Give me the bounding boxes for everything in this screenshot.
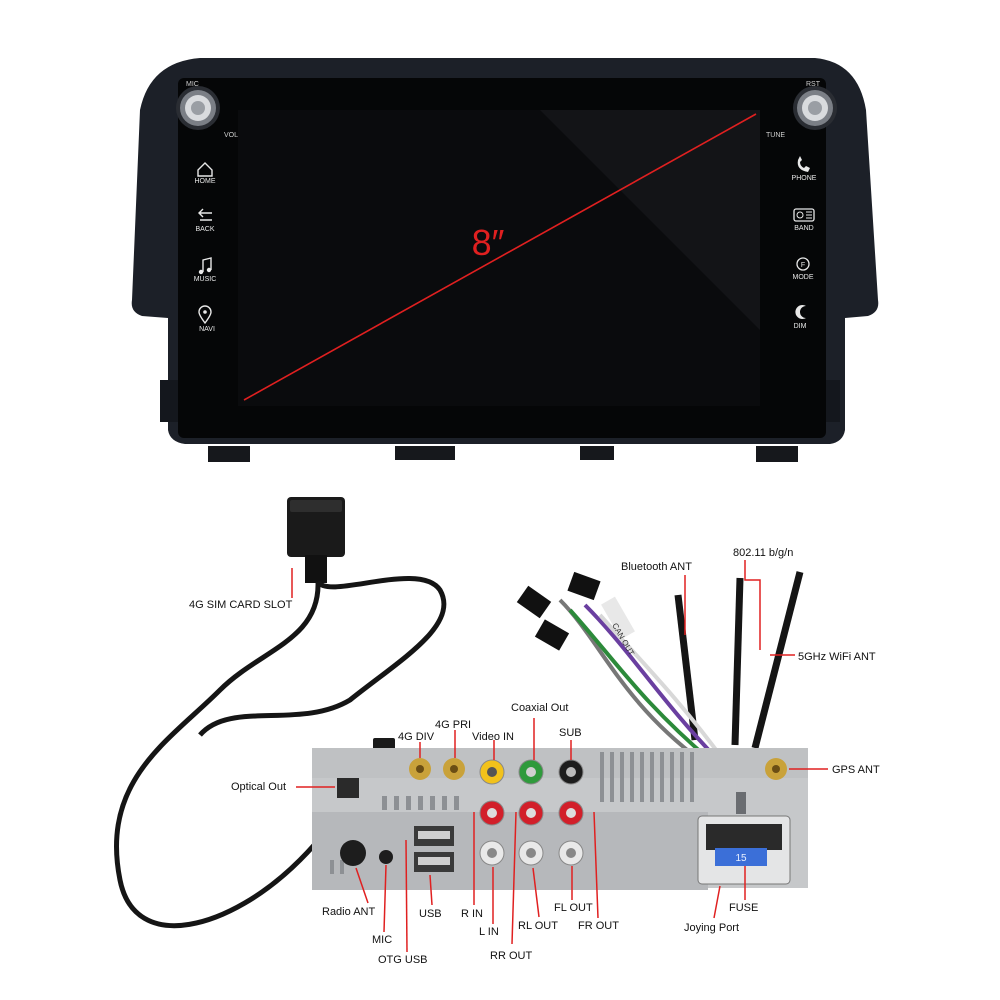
right-lug — [822, 380, 840, 422]
wifi-24-label: 802.11 b/g/n — [733, 547, 793, 559]
mic-jack — [379, 850, 393, 864]
callout-labels: 4G SIM CARD SLOT Bluetooth ANT 802.11 b/… — [189, 547, 880, 966]
volume-knob[interactable] — [176, 86, 220, 130]
optical-out-label: Optical Out — [231, 781, 286, 793]
phone-label: PHONE — [792, 175, 817, 182]
bluetooth-ant-label: Bluetooth ANT — [621, 561, 692, 573]
mode-label: MODE — [793, 274, 814, 281]
mode-icon — [796, 257, 810, 271]
usb-label: USB — [419, 908, 442, 920]
left-button-music[interactable]: MUSIC — [194, 257, 217, 283]
rear-panel: 15 — [312, 748, 808, 890]
head-unit: 8″ MIC VOL RST TUNE HOME — [131, 58, 879, 462]
callout-lines — [291, 560, 828, 953]
bottom-tab — [395, 446, 455, 460]
optical-out-port — [337, 778, 359, 798]
rl-out-label: RL OUT — [518, 920, 558, 932]
r-in-label: R IN — [461, 908, 483, 920]
band-label: BAND — [794, 225, 813, 232]
right-button-band[interactable]: BAND — [793, 208, 815, 232]
4g-div-label: 4G DIV — [398, 731, 435, 743]
left-button-home[interactable]: HOME — [195, 162, 216, 185]
home-icon — [197, 162, 213, 177]
tune-knob[interactable] — [793, 86, 837, 130]
bottom-tab — [580, 446, 614, 460]
fuse-block — [715, 848, 767, 866]
right-button-mode[interactable]: F MODE — [793, 257, 814, 281]
home-label: HOME — [195, 178, 216, 185]
phone-icon — [797, 156, 810, 172]
tune-label: TUNE — [766, 132, 785, 139]
dim-icon — [795, 305, 806, 319]
bottom-tab — [756, 446, 798, 462]
fuse-label: FUSE — [729, 902, 758, 914]
screen-glare — [540, 110, 760, 330]
screen-size-label: 8″ — [472, 222, 505, 263]
video-in-label: Video IN — [472, 731, 514, 743]
joying-port-label: Joying Port — [684, 922, 739, 934]
svg-text:F: F — [801, 262, 805, 269]
coaxial-out-label: Coaxial Out — [511, 702, 568, 714]
l-in-label: L IN — [479, 926, 499, 938]
map-pin-icon — [198, 305, 212, 325]
radio-ant-port — [340, 840, 366, 866]
antenna-wires: CAN OUT — [516, 571, 804, 764]
vol-label: VOL — [224, 132, 238, 139]
gps-ant-label: GPS ANT — [832, 764, 880, 776]
music-label: MUSIC — [194, 276, 217, 283]
back-label: BACK — [195, 226, 214, 233]
fuse-value: 15 — [735, 853, 747, 864]
left-button-back[interactable]: BACK — [195, 208, 215, 233]
rr-out-label: RR OUT — [490, 950, 532, 962]
rst-label: RST — [806, 81, 821, 88]
dim-label: DIM — [794, 323, 807, 330]
bottom-tab — [208, 446, 250, 462]
fl-out-label: FL OUT — [554, 902, 593, 914]
right-button-dim[interactable]: DIM — [794, 305, 807, 330]
left-button-navi[interactable]: NAVI — [198, 305, 215, 333]
mic-label: MIC — [372, 934, 392, 946]
sim-slot-label: 4G SIM CARD SLOT — [189, 599, 293, 611]
otg-usb-label: OTG USB — [378, 954, 428, 966]
music-note-icon — [202, 257, 212, 272]
fr-out-label: FR OUT — [578, 920, 619, 932]
screen-diagonal-line — [243, 113, 757, 401]
wifi-5g-label: 5GHz WiFi ANT — [798, 651, 876, 663]
radio-ant-label: Radio ANT — [322, 906, 375, 918]
navi-label: NAVI — [199, 326, 215, 333]
mic-label: MIC — [186, 81, 199, 88]
right-button-phone[interactable]: PHONE — [792, 156, 817, 182]
left-lug — [160, 380, 178, 422]
sub-label: SUB — [559, 727, 582, 739]
radio-icon — [793, 208, 815, 222]
4g-pri-label: 4G PRI — [435, 719, 471, 731]
back-arrow-icon — [198, 208, 212, 221]
